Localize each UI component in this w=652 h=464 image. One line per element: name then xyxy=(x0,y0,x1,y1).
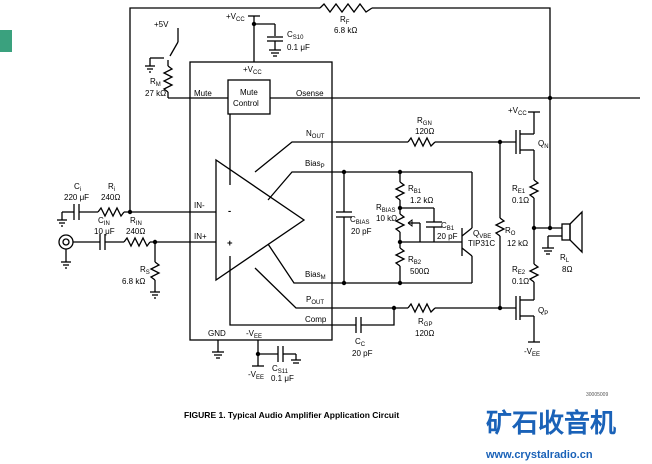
cs11-value: 0.1 μF xyxy=(271,374,294,383)
rbias-label: RBIAS xyxy=(376,203,395,214)
rgn-label: RGN xyxy=(417,116,432,127)
cbias-label: CBIAS xyxy=(350,215,369,226)
comp-pin-label: Comp xyxy=(305,315,327,324)
rb1-label: RB1 xyxy=(408,184,422,195)
rb2-label: RB2 xyxy=(408,255,422,266)
rin-value: 240Ω xyxy=(126,227,145,236)
component-labels: +VCC CS10 0.1 μF RF 6.8 kΩ +5V RM 27 kΩ … xyxy=(64,12,608,398)
rm-label: RM xyxy=(150,77,161,88)
junction-dots xyxy=(127,21,553,357)
rgp-value: 120Ω xyxy=(415,329,434,338)
rgn-value: 120Ω xyxy=(415,127,434,136)
mute-control-line2: Control xyxy=(233,99,259,108)
cin-label: CIN xyxy=(98,216,110,227)
nout-pin-label: NOUT xyxy=(306,129,325,140)
in-minus-label: IN- xyxy=(194,201,205,210)
rin-label: RIN xyxy=(130,216,142,227)
cin-value: 10 μF xyxy=(94,227,115,236)
amp-plus-sign: + xyxy=(227,238,233,249)
re1-value: 0.1Ω xyxy=(512,196,529,205)
rs-value: 6.8 kΩ xyxy=(122,277,145,286)
ci-value: 220 μF xyxy=(64,193,89,202)
vcc-right-label: +VCC xyxy=(508,106,527,117)
re2-value: 0.1Ω xyxy=(512,277,529,286)
page-tab-marker xyxy=(0,30,12,52)
pout-pin-label: POUT xyxy=(306,295,324,306)
mute-control-line1: Mute xyxy=(240,88,258,97)
wires xyxy=(57,2,640,367)
qvbe-label: QVBE xyxy=(473,229,491,240)
re2-label: RE2 xyxy=(512,265,526,276)
rs-label: RS xyxy=(140,265,150,276)
ic-vee-label: -VEE xyxy=(246,329,262,340)
cs11-label: CS11 xyxy=(272,364,289,375)
qvbe-part: TIP31C xyxy=(468,239,495,248)
figure-caption: FIGURE 1. Typical Audio Amplifier Applic… xyxy=(184,410,399,420)
rm-value: 27 kΩ xyxy=(145,89,166,98)
rl-label: RL xyxy=(560,253,570,264)
ci-label: Ci xyxy=(74,182,81,193)
amp-minus-sign: - xyxy=(228,206,231,217)
cb1-label: CB1 xyxy=(441,221,455,232)
qn-label: QN xyxy=(538,139,549,150)
cc-value: 20 pF xyxy=(352,349,373,358)
ic-vcc-label: +VCC xyxy=(243,65,262,76)
ro-value: 12 kΩ xyxy=(507,239,528,248)
re1-label: RE1 xyxy=(512,184,526,195)
rf-value: 6.8 kΩ xyxy=(334,26,357,35)
cb1-value: 20 pF xyxy=(437,232,458,241)
plus5v-label: +5V xyxy=(154,20,169,29)
qp-label: QP xyxy=(538,306,548,317)
gnd-pin-label: GND xyxy=(208,329,226,338)
cs10-value: 0.1 μF xyxy=(287,43,310,52)
in-plus-label: IN+ xyxy=(194,232,207,241)
biasp-pin-label: BiasP xyxy=(305,159,325,170)
ri-label: Ri xyxy=(108,182,115,193)
cs10-label: CS10 xyxy=(287,30,304,41)
ri-value: 240Ω xyxy=(101,193,120,202)
watermark-url: www.crystalradio.cn xyxy=(485,449,593,461)
watermark-chinese: 矿石收音机 xyxy=(486,408,616,439)
osense-pin-label: Osense xyxy=(296,89,324,98)
biasm-pin-label: BiasM xyxy=(305,270,326,281)
vcc-top-label: +VCC xyxy=(226,12,245,23)
ro-label: RO xyxy=(505,226,516,237)
drawing-number: 30005009 xyxy=(586,392,608,398)
cc-label: CC xyxy=(355,337,366,348)
vee-bottom-label: -VEE xyxy=(248,370,264,381)
cbias-value: 20 pF xyxy=(351,227,372,236)
rb1-value: 1.2 kΩ xyxy=(410,196,433,205)
rf-label: RF xyxy=(340,15,350,26)
rbias-value: 10 kΩ xyxy=(376,214,397,223)
rb2-value: 500Ω xyxy=(410,267,429,276)
rgp-label: RGP xyxy=(418,317,432,328)
mute-pin-label: Mute xyxy=(194,89,212,98)
rl-value: 8Ω xyxy=(562,265,572,274)
vee-right-label: -VEE xyxy=(524,347,540,358)
